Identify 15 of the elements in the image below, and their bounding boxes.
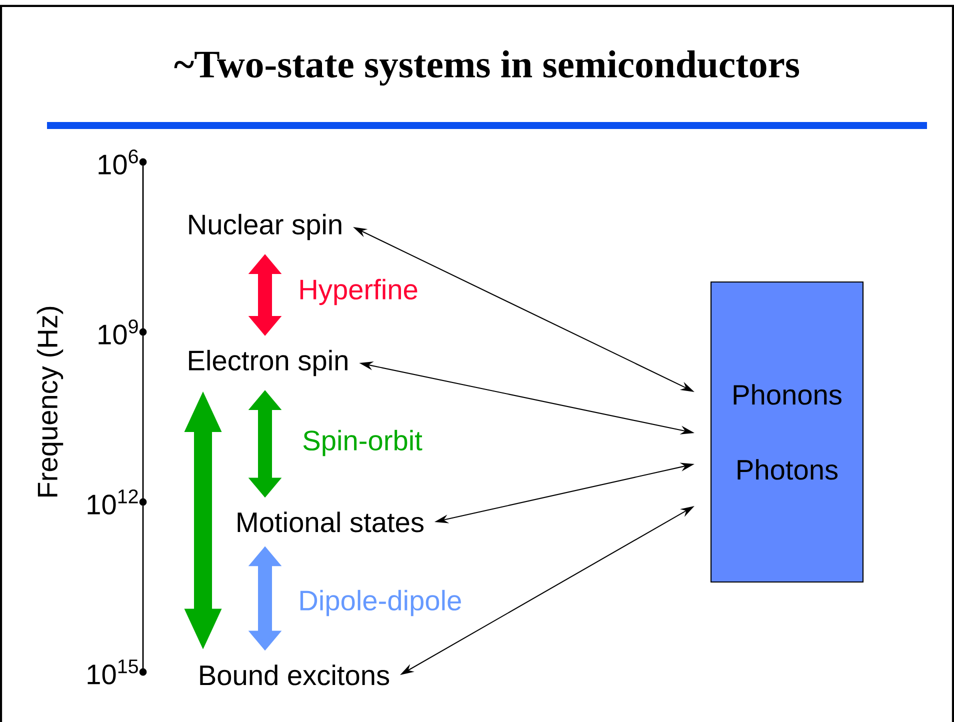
axis-title: Frequency (Hz)	[36, 306, 64, 497]
tick-label: 10$^{6}$	[98, 149, 138, 174]
node-label: Bound excitons	[200, 664, 390, 686]
box-label: Photons	[738, 459, 838, 480]
node-label: Nuclear spin	[189, 214, 342, 240]
edge-label: Spin-orbit	[303, 430, 422, 456]
tick-label: 10$^{12}$	[88, 489, 138, 514]
tick-label: 10$^{9}$	[98, 319, 138, 344]
node-label: Electron spin	[189, 350, 348, 376]
edge-label: Dipole-dipole	[300, 590, 461, 616]
tick-label: 10$^{15}$	[88, 660, 138, 684]
edge-label: Hyperfine	[300, 278, 418, 306]
node-label: Motional states	[238, 512, 424, 532]
title: ~Two-state systems in semiconductors	[174, 50, 800, 86]
box-label: Phonons	[734, 384, 842, 405]
